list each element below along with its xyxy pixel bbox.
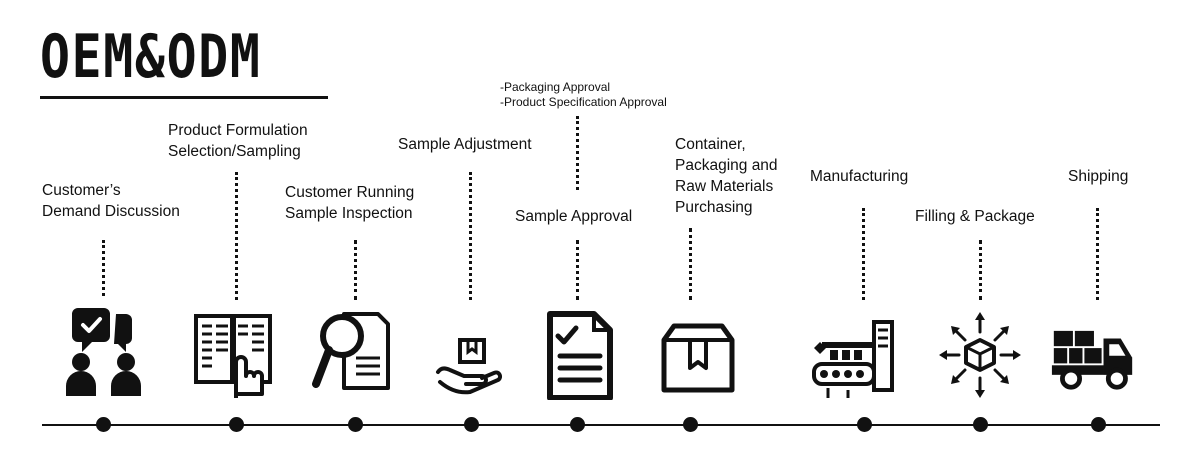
timeline-dot	[463, 417, 479, 432]
title-underline	[40, 96, 328, 99]
connector-line	[576, 116, 579, 190]
distribution-box-icon	[937, 300, 1023, 400]
hand-box-icon	[428, 300, 514, 400]
timeline-dot	[569, 417, 585, 432]
timeline-dot	[228, 417, 244, 432]
connector-line	[862, 208, 865, 300]
connector-line	[689, 228, 692, 300]
connector-line	[102, 240, 105, 296]
timeline-dot	[856, 417, 872, 432]
timeline-dot	[95, 417, 111, 432]
page-title: OEM&ODM	[40, 22, 262, 92]
connector-line	[576, 240, 579, 300]
timeline-dot	[1090, 417, 1106, 432]
step-label-shipping: Shipping	[1068, 168, 1129, 185]
discussion-icon	[60, 300, 146, 400]
timeline-dot	[972, 417, 988, 432]
approval-notes: -Packaging Approval-Product Specificatio…	[500, 80, 667, 109]
timeline-dot	[347, 417, 363, 432]
catalog-selection-icon	[190, 300, 276, 400]
factory-machine-icon	[808, 300, 894, 400]
connector-line	[354, 240, 357, 300]
step-label-filling-package: Filling & Package	[915, 208, 1035, 225]
step-label-manufacturing: Manufacturing	[810, 168, 909, 185]
step-label-sample-adjustment: Sample Adjustment	[398, 136, 532, 153]
connector-line	[1096, 208, 1099, 300]
connector-line	[979, 240, 982, 300]
connector-line	[235, 172, 238, 300]
step-label-sample-approval: Sample Approval	[515, 208, 633, 225]
delivery-truck-icon	[1050, 300, 1136, 400]
inspection-magnifier-icon	[310, 300, 396, 400]
timeline-dot	[682, 417, 698, 432]
package-box-icon	[654, 300, 740, 400]
connector-line	[469, 172, 472, 300]
timeline-axis	[42, 424, 1160, 426]
checklist-icon	[538, 300, 624, 400]
